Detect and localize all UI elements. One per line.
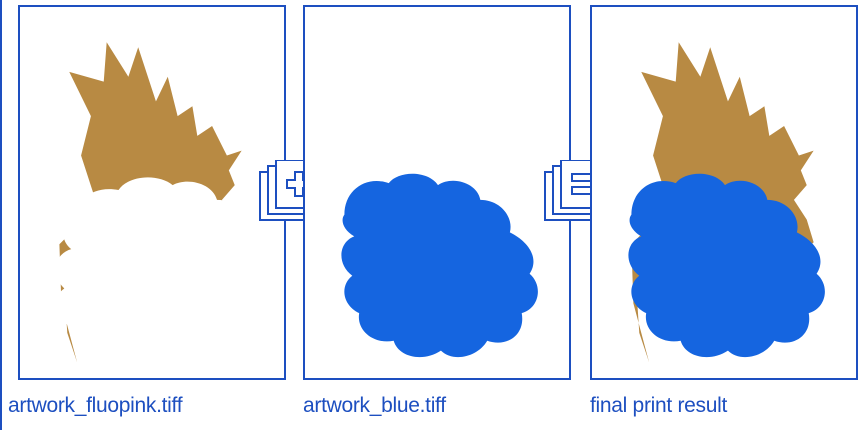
blue-cloud-shape [341, 173, 538, 358]
panel-fluopink [18, 5, 286, 380]
caption-blue: artwork_blue.tiff [303, 394, 446, 417]
result-artwork [628, 42, 825, 363]
cloud-knockout-shape [55, 177, 272, 375]
result-blue-cloud-shape [628, 173, 825, 358]
fluopink-artwork [55, 42, 272, 375]
caption-result: final print result [590, 394, 727, 417]
panel-blue [303, 5, 571, 380]
panel-result [590, 5, 858, 380]
left-edge-rule [0, 0, 2, 430]
caption-fluopink: artwork_fluopink.tiff [8, 394, 183, 417]
blue-artwork [341, 173, 538, 358]
